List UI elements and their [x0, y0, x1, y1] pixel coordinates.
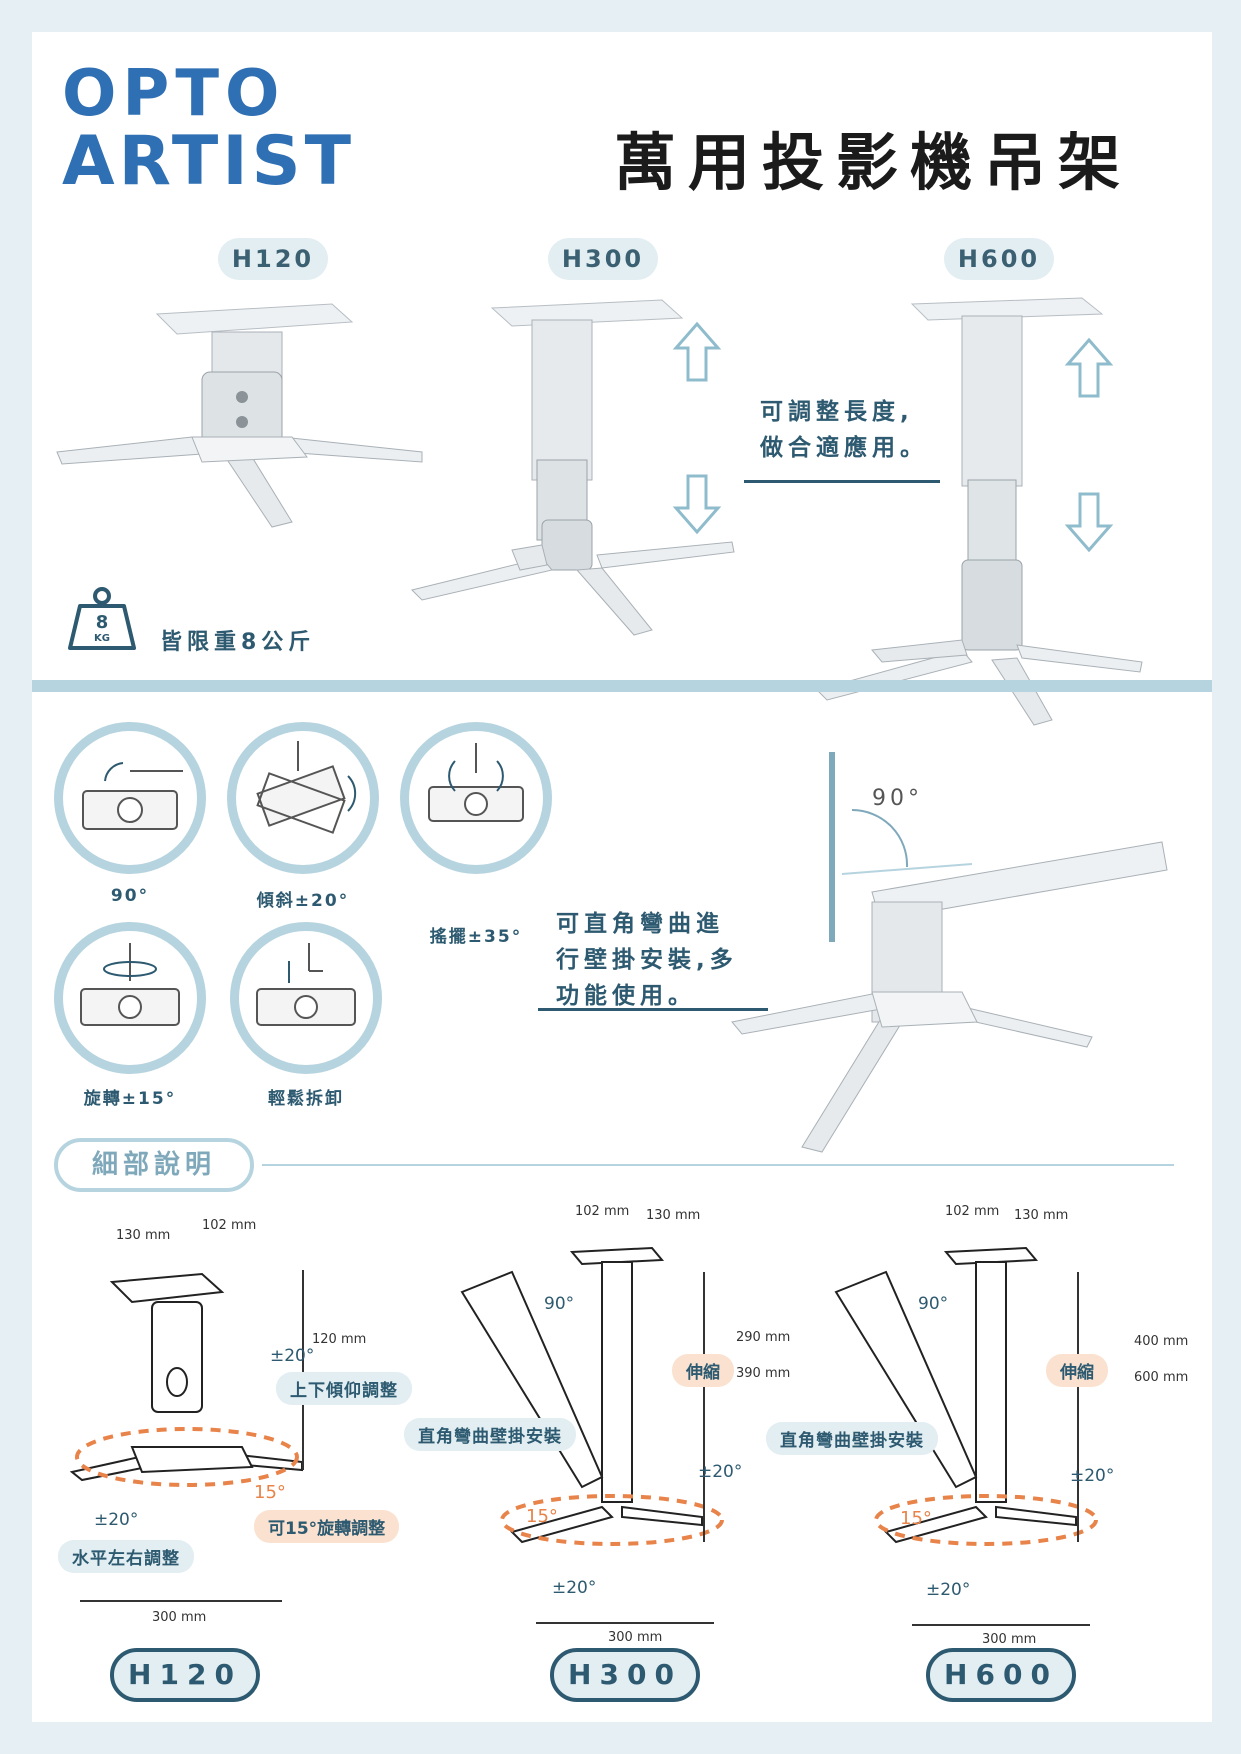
feature-label-tilt: 傾斜±20° — [256, 891, 350, 911]
length-note-line1: 可調整長度, — [760, 399, 914, 425]
section-divider-band — [32, 680, 1212, 692]
h600-detail-drawing — [834, 1246, 1098, 1546]
h120-dim-120: 120 mm — [312, 1332, 367, 1347]
brand-line2: ARTIST — [62, 122, 355, 201]
model-pill-h120: H120 — [218, 238, 328, 280]
model-badge-h300: H300 — [550, 1648, 700, 1702]
h300-dim-300: 300 mm — [608, 1630, 663, 1645]
h300-rotate: 15° — [526, 1506, 558, 1527]
h300-dim-300-line — [536, 1622, 714, 1624]
h120-detail-drawing — [69, 1272, 303, 1487]
projector-tilt-icon — [227, 722, 379, 874]
weight-unit: KG — [94, 633, 110, 644]
model-pill-h600: H600 — [944, 238, 1054, 280]
h120-tilt-angle: ±20° — [270, 1346, 315, 1366]
weight-value: 8 — [95, 612, 109, 633]
h600-dim-300-line — [912, 1624, 1090, 1626]
feature-label-detach: 輕鬆拆卸 — [268, 1089, 344, 1109]
h120-dim-102: 102 mm — [202, 1218, 257, 1233]
page-title: 萬用投影機吊架 — [613, 126, 1132, 199]
h600-dim-300: 300 mm — [982, 1632, 1037, 1647]
h600-dim-102: 102 mm — [945, 1204, 1000, 1219]
model-pill-h300: H300 — [548, 238, 658, 280]
h300-tilt: ±20° — [698, 1462, 743, 1482]
h300-dim-102: 102 mm — [575, 1204, 630, 1219]
h300-angle-90: 90° — [544, 1294, 575, 1314]
length-note: 可調整長度, 做合適應用。 — [760, 394, 928, 466]
h120-dim-300-line — [80, 1600, 282, 1602]
wall-note-line3: 功能使用。 — [556, 983, 696, 1009]
brand-line1: OPTO — [62, 57, 286, 131]
projector-swing-icon — [400, 722, 552, 874]
h600-dim-130: 130 mm — [1014, 1208, 1069, 1223]
projector-detach-icon — [230, 922, 382, 1074]
wall-angle-label: 90° — [872, 786, 923, 811]
extend-up-arrow-icon-2 — [1064, 337, 1114, 398]
h300-detail-drawing — [460, 1246, 724, 1546]
projector-flip-icon — [54, 722, 206, 874]
model-badge-h600: H600 — [926, 1648, 1076, 1702]
h300-wall-label: 直角彎曲壁掛安裝 — [404, 1418, 576, 1451]
h120-dim-300: 300 mm — [152, 1610, 207, 1625]
h120-dim-120-line — [302, 1270, 304, 1470]
h600-tilt: ±20° — [1070, 1466, 1115, 1486]
h120-mount-image — [56, 303, 423, 528]
h300-dim-130: 130 mm — [646, 1208, 701, 1223]
h600-swing: ±20° — [926, 1580, 971, 1600]
h120-rotate-label: 可15°旋轉調整 — [254, 1510, 400, 1543]
extend-up-arrow-icon — [672, 321, 722, 382]
feature-label-flip: 90° — [110, 886, 150, 906]
brand-logo: OPTO ARTIST — [62, 62, 355, 196]
h300-mount-image — [411, 299, 735, 636]
section-title: 細部說明 — [54, 1138, 254, 1192]
h600-dim-max: 600 mm — [1134, 1370, 1189, 1385]
product-sheet: OPTO ARTIST 萬用投影機吊架 H120 H300 H600 可調整長度… — [32, 32, 1212, 1722]
h300-extend: 伸縮 — [672, 1354, 734, 1387]
h120-rotate-angle: 15° — [254, 1482, 286, 1503]
projector-rotate-icon — [54, 922, 206, 1074]
h600-rotate: 15° — [900, 1508, 932, 1529]
length-note-rule — [744, 480, 940, 483]
h600-extend: 伸縮 — [1046, 1354, 1108, 1387]
wall-note: 可直角彎曲進 行壁掛安裝,多 功能使用。 — [556, 906, 738, 1014]
h120-tilt-label: 上下傾仰調整 — [276, 1372, 412, 1405]
wall-note-line1: 可直角彎曲進 — [556, 911, 724, 937]
h120-dim-130: 130 mm — [116, 1228, 171, 1243]
extend-down-arrow-icon — [672, 474, 722, 535]
wall-note-rule — [538, 1008, 768, 1011]
h300-dim-max: 390 mm — [736, 1366, 791, 1381]
wall-note-line2: 行壁掛安裝,多 — [556, 947, 738, 973]
wall-mount-image — [731, 752, 1168, 1153]
section-title-rule — [262, 1164, 1174, 1166]
feature-label-swing: 搖擺±35° — [429, 927, 523, 947]
length-note-line2: 做合適應用。 — [760, 435, 928, 461]
h600-wall-label: 直角彎曲壁掛安裝 — [766, 1422, 938, 1455]
extend-down-arrow-icon-2 — [1064, 492, 1114, 553]
h300-swing: ±20° — [552, 1578, 597, 1598]
h600-angle-90: 90° — [918, 1294, 949, 1314]
h120-swing-label: 水平左右調整 — [58, 1540, 194, 1573]
feature-label-rotate: 旋轉±15° — [83, 1089, 177, 1109]
h600-dim-min: 400 mm — [1134, 1334, 1189, 1349]
model-badge-h120: H120 — [110, 1648, 260, 1702]
h600-mount-image — [816, 297, 1143, 726]
h300-dim-min: 290 mm — [736, 1330, 791, 1345]
weight-icon — [68, 587, 136, 650]
h120-swing-angle: ±20° — [94, 1510, 139, 1530]
weight-text: 皆限重8公斤 — [160, 630, 316, 655]
